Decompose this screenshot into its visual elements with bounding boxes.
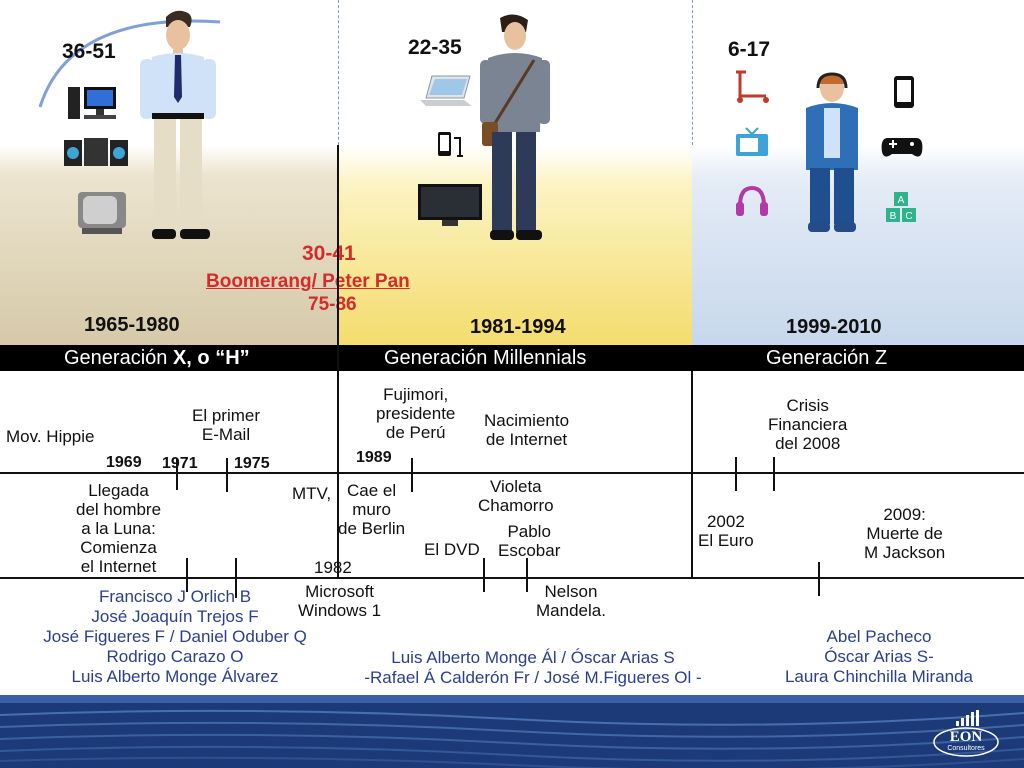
svg-text:A: A [898, 195, 905, 206]
presidents-millennials: Luis Alberto Monge Ál / Óscar Arias S-Ra… [364, 648, 702, 687]
year-1975: 1975 [234, 455, 270, 472]
scooter-icon [736, 70, 769, 103]
tick [186, 558, 188, 592]
year-1971: 1971 [162, 455, 198, 472]
years-gen-x: 1965-1980 [84, 314, 180, 336]
stereo-icon [64, 138, 128, 166]
divider-dashed [692, 0, 693, 145]
man-bag-icon [480, 14, 550, 240]
tick [773, 457, 775, 491]
logo-text: EON [949, 729, 983, 745]
desktop-computer-icon [68, 87, 116, 119]
event-hippie: Mov. Hippie [6, 427, 95, 446]
age-gen-x: 36-51 [62, 40, 116, 63]
laptop-icon [420, 75, 472, 106]
years-millennials: 1981-1994 [470, 316, 566, 338]
timeline-lower [0, 577, 1024, 579]
smartphone-icon [894, 76, 914, 108]
year-1989: 1989 [356, 449, 392, 466]
tick [526, 558, 528, 592]
tick [735, 457, 737, 491]
year-1982: 1982 [314, 558, 352, 577]
tick [176, 458, 178, 490]
boomerang-years: 75-86 [308, 294, 357, 315]
crt-tv-icon [78, 192, 126, 234]
gen-millennials-label: Generación Millennials [384, 347, 587, 369]
tick [483, 558, 485, 592]
years-gen-z: 1999-2010 [786, 316, 882, 338]
divider-line [691, 371, 693, 578]
event-mtv: MTV, [292, 484, 332, 503]
headphones-icon [736, 185, 768, 216]
age-millennials: 22-35 [408, 36, 462, 59]
year-1969: 1969 [106, 454, 142, 471]
eon-logo-icon [933, 727, 999, 757]
divider-line [337, 145, 339, 578]
phone-charger-icon [438, 132, 463, 157]
logo-subtext: Consultores [947, 745, 985, 752]
man-shirt-tie-icon [140, 10, 216, 239]
tick [411, 458, 413, 492]
timeline-upper [0, 472, 1024, 474]
footer-waves [0, 695, 1024, 768]
tick [226, 458, 228, 492]
event-dvd: El DVD [424, 540, 480, 559]
generation-band [0, 345, 1024, 371]
abc-blocks-icon: A B C [886, 192, 916, 222]
svg-text:C: C [905, 211, 912, 222]
divider-dashed [338, 0, 339, 145]
boomerang-name: Boomerang/ Peter Pan [206, 271, 410, 292]
svg-text:B: B [890, 211, 897, 222]
gamepad-icon [881, 138, 923, 157]
kid-headphones-icon [806, 72, 858, 232]
tick [818, 562, 820, 596]
footer-band [0, 695, 1024, 768]
signal-bars-icon [956, 710, 979, 726]
gen-z-panel [692, 0, 1024, 345]
boomerang-age: 30-41 [302, 242, 356, 265]
tick [235, 558, 237, 598]
tv-icon [736, 127, 768, 156]
gen-z-label: Generación Z [766, 347, 888, 369]
flat-screen-tv-icon [418, 184, 482, 226]
gen-x-label: Generación X, o “H” [64, 347, 250, 369]
age-gen-z: 6-17 [728, 38, 771, 61]
